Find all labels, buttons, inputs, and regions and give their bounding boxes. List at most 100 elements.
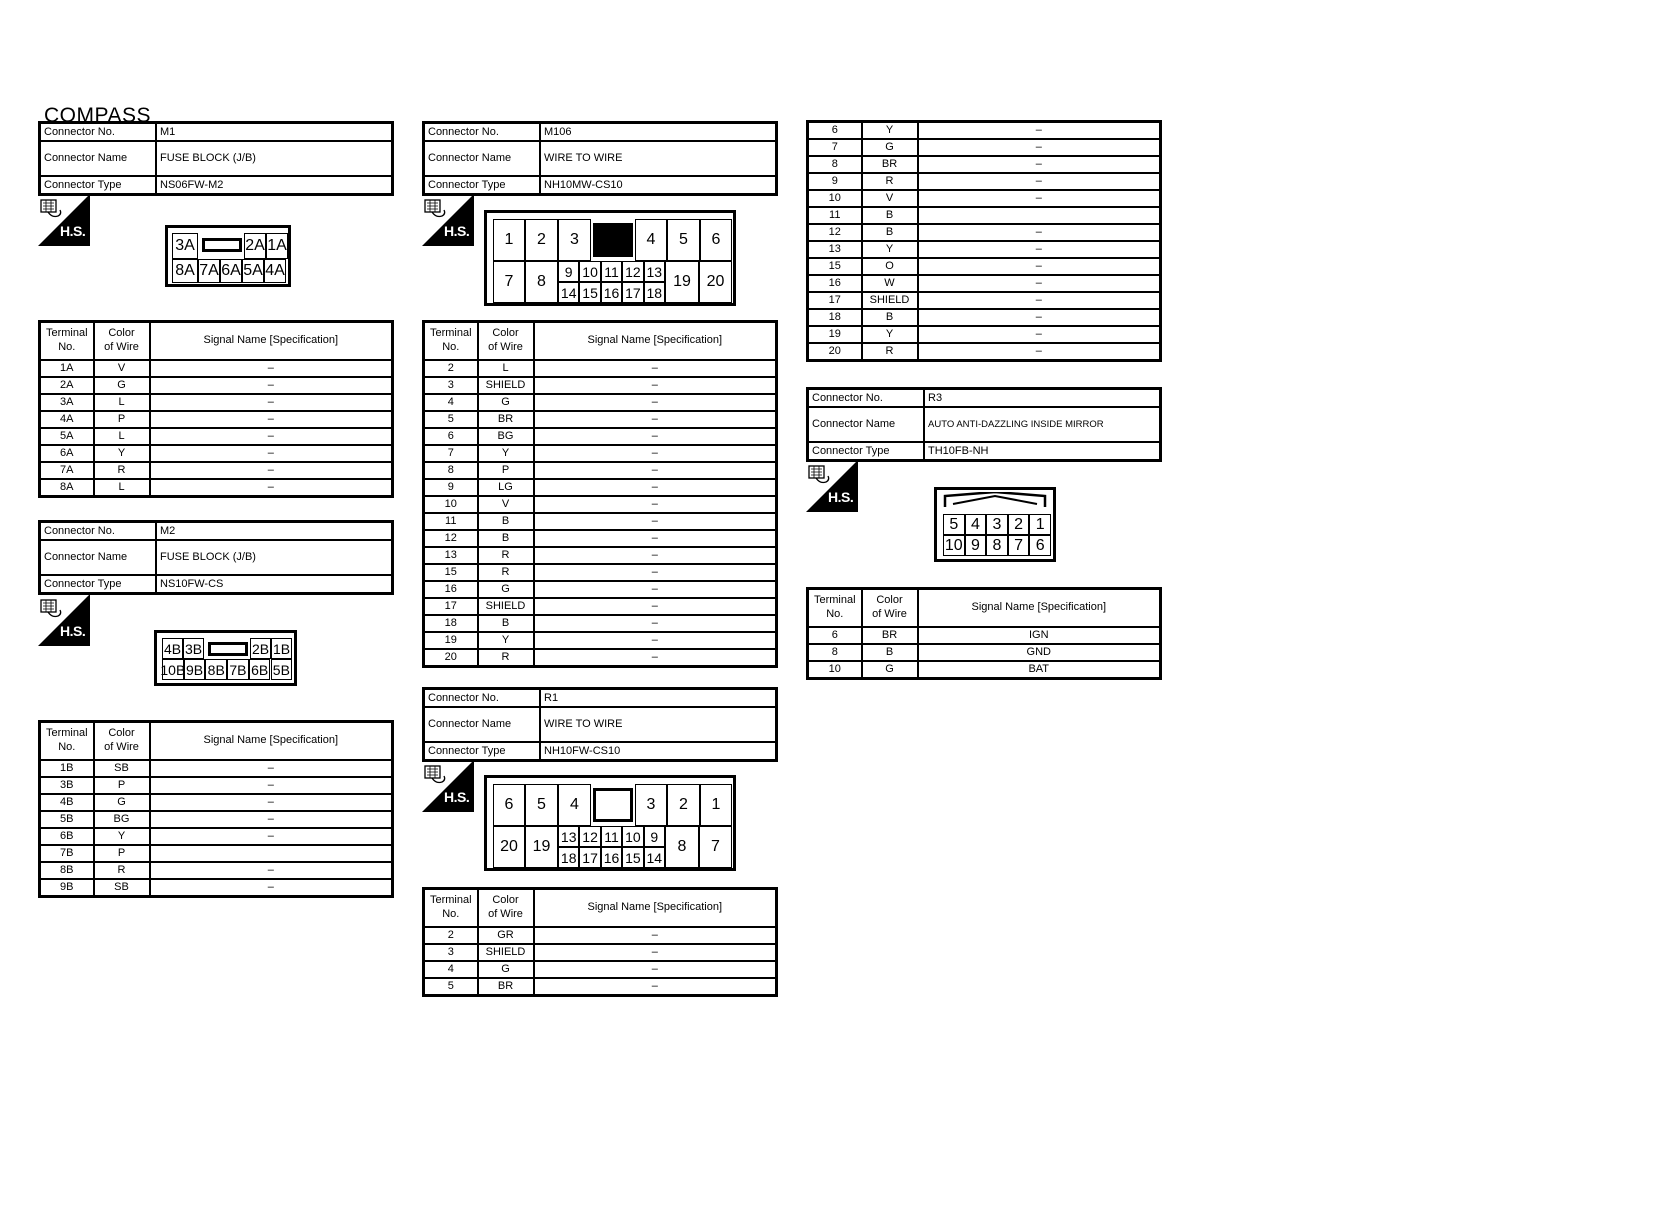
- terminal-no-cell: 5: [422, 977, 479, 997]
- wire-color-cell: BG: [92, 810, 151, 829]
- pin-label: 7B: [227, 659, 249, 680]
- pin-label: 10: [579, 261, 601, 282]
- connector-type-value: NS10FW-CS: [155, 574, 394, 595]
- wire-color-cell: B: [476, 529, 535, 548]
- signal-name-cell: –: [532, 546, 778, 565]
- connector-type-value: NS06FW-M2: [155, 175, 394, 196]
- signal-name-cell: –: [532, 359, 778, 378]
- connector-type-label: Connector Type: [38, 175, 157, 196]
- connector-no-label: Connector No.: [806, 387, 925, 408]
- terminal-no-cell: 3B: [38, 776, 95, 795]
- pin-label: 1: [1029, 514, 1051, 535]
- wire-color-cell: R: [860, 172, 919, 191]
- pin-label: 15: [579, 282, 601, 303]
- connector-no-value: R3: [923, 387, 1162, 408]
- pin-label: 18: [558, 847, 580, 868]
- hs-label: H.S.: [828, 489, 854, 505]
- header-line: Terminal: [813, 594, 856, 607]
- pin-label: 17: [622, 282, 644, 303]
- connector-name-value: WIRE TO WIRE: [539, 140, 778, 177]
- wire-color-cell: SHIELD: [476, 376, 535, 395]
- signal-name-cell: –: [916, 120, 1162, 140]
- terminal-no-cell: 17: [422, 597, 479, 616]
- signal-name-cell: –: [148, 827, 394, 846]
- pin-label: 4: [558, 784, 591, 826]
- connector-name-value: FUSE BLOCK (J/B): [155, 539, 394, 576]
- signal-name-cell: –: [916, 240, 1162, 259]
- signal-name-cell: –: [532, 977, 778, 997]
- header-line: No.: [58, 741, 76, 753]
- signal-name-cell: –: [148, 861, 394, 880]
- connector-type-label: Connector Type: [422, 175, 541, 196]
- wire-color-cell: Y: [860, 120, 919, 140]
- wire-color-cell: V: [860, 189, 919, 208]
- wire-color-cell: Y: [476, 444, 535, 463]
- pin-label: 3B: [183, 638, 204, 659]
- connector-type-label: Connector Type: [422, 741, 541, 762]
- header-line: Terminal: [45, 327, 88, 340]
- wire-color-cell: P: [92, 410, 151, 429]
- terminal-no-cell: 9: [806, 172, 863, 191]
- wire-color-cell: SHIELD: [476, 597, 535, 616]
- signal-name-cell: –: [916, 155, 1162, 174]
- pin-label: 6: [700, 219, 732, 261]
- connector-name-value: AUTO ANTI-DAZZLING INSIDE MIRROR: [923, 406, 1162, 443]
- signal-name-cell: –: [532, 529, 778, 548]
- pin-label: 4B: [162, 638, 183, 659]
- signal-name-cell: –: [532, 960, 778, 979]
- header-line: No.: [58, 341, 76, 353]
- wire-color-cell: B: [860, 643, 919, 662]
- pin-label: 4: [635, 219, 667, 261]
- pin-label: 4: [964, 514, 987, 535]
- pin-label: 7: [699, 826, 732, 868]
- connector-type-label: Connector Type: [38, 574, 157, 595]
- signal-name-header: Signal Name [Specification]: [916, 587, 1162, 628]
- pin-label: 19: [525, 826, 558, 868]
- pin-label: 8: [665, 826, 699, 868]
- header-line: Color: [492, 894, 519, 907]
- wire-color-cell: R: [860, 342, 919, 362]
- header-line: No.: [826, 608, 844, 620]
- header-line: Terminal: [429, 894, 472, 907]
- signal-name-cell: IGN: [916, 626, 1162, 645]
- wire-color-cell: L: [92, 427, 151, 446]
- signal-name-cell: –: [148, 444, 394, 463]
- terminal-no-cell: 8: [422, 461, 479, 480]
- terminal-no-cell: 8A: [38, 478, 95, 498]
- wire-color-cell: Y: [476, 631, 535, 650]
- signal-name-cell: –: [916, 342, 1162, 362]
- terminal-no-cell: 15: [806, 257, 863, 276]
- connector-no-label: Connector No.: [38, 121, 157, 142]
- pin-label: 2A: [244, 233, 266, 259]
- connector-key-slot: [593, 223, 633, 257]
- signal-name-cell: –: [148, 759, 394, 778]
- terminal-no-cell: 13: [806, 240, 863, 259]
- terminal-no-cell: 12: [806, 223, 863, 242]
